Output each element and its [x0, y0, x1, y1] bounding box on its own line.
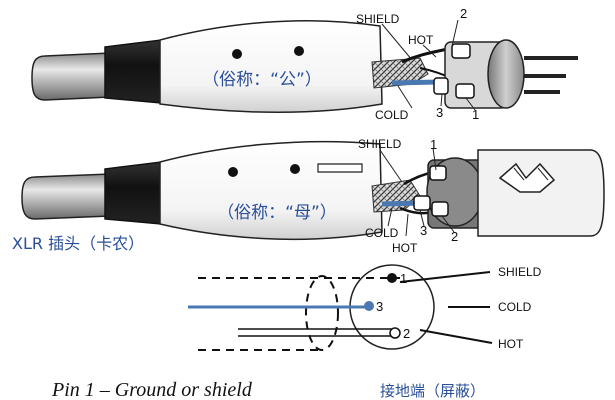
female-label-shield: SHIELD [358, 137, 402, 151]
female-connector: （俗称：“母”） SHIELD COLD HOT 1 3 2 [21, 137, 605, 255]
female-solder-cup-1 [429, 165, 447, 181]
diagram-title: XLR 插头（卡农） [12, 234, 144, 253]
female-socket-housing [477, 149, 605, 237]
male-label-hot: HOT [408, 33, 434, 47]
pinout-schematic: 1 3 2 SHIELD COLD HOT [188, 264, 542, 351]
female-solder-cup-3 [413, 195, 431, 211]
female-cable [21, 173, 111, 220]
female-screw-1 [228, 167, 238, 177]
schematic-pin-label-2: 2 [403, 326, 410, 341]
male-pin-label-2: 2 [460, 6, 467, 21]
female-boot [104, 161, 163, 225]
schematic-pin-1 [387, 273, 397, 283]
male-pin-label-1: 1 [472, 107, 479, 122]
female-label-cold: COLD [365, 226, 399, 240]
female-body [159, 140, 383, 241]
male-cable [31, 52, 111, 101]
schematic-hot-out [419, 329, 493, 344]
female-solder-cup-2 [431, 201, 449, 217]
male-cold-wire [391, 79, 439, 86]
female-pin-label-2: 2 [451, 229, 458, 244]
male-solder-cup-3 [433, 77, 449, 95]
male-head-face [487, 39, 525, 109]
female-screw-2 [290, 164, 300, 174]
male-label-cold: COLD [375, 108, 409, 122]
schematic-pin-label-1: 1 [400, 271, 407, 286]
schematic-label-cold: COLD [498, 300, 532, 314]
schematic-shield-out [399, 271, 491, 283]
footer-pin1-cn: 接地端（屏蔽） [380, 382, 485, 400]
male-body [159, 19, 383, 114]
male-connector: （俗称：“公”） SHIELD HOT COLD 2 3 1 [31, 6, 578, 122]
male-label-shield: SHIELD [356, 12, 400, 26]
male-solder-cup-1 [455, 83, 475, 99]
male-nickname: （俗称：“公”） [202, 70, 322, 90]
footer-pin1-text: Pin 1 – Ground or shield [51, 379, 253, 400]
female-shield-braid [371, 179, 421, 213]
schematic-label-shield: SHIELD [498, 265, 542, 279]
female-label-hot: HOT [392, 241, 418, 255]
schematic-shield-loop [305, 275, 339, 351]
male-screw-2 [294, 46, 304, 56]
female-nickname: （俗称：“母”） [217, 203, 337, 223]
male-screw-1 [232, 49, 242, 59]
schematic-label-hot: HOT [498, 337, 524, 351]
female-latch-slot [317, 163, 363, 173]
female-pin-label-1: 1 [430, 137, 437, 152]
schematic-pin-2 [389, 327, 401, 339]
male-pin-label-3: 3 [436, 105, 443, 120]
female-pin-label-3: 3 [420, 223, 427, 238]
schematic-pin-3 [364, 301, 374, 311]
male-solder-cup-2 [451, 43, 471, 59]
schematic-pin-label-3: 3 [376, 299, 383, 314]
male-boot [104, 39, 163, 104]
